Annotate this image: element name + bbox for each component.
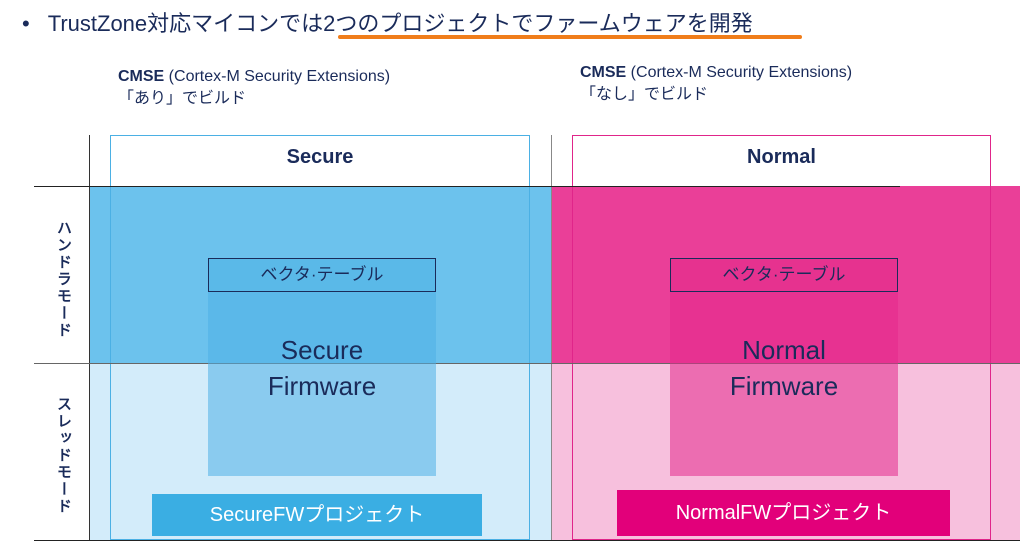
secure-header: Secure: [286, 146, 354, 168]
secure-cmse-bold: CMSE: [118, 68, 165, 85]
grid-line-mode: [34, 363, 1020, 364]
secure-cmse-note: CMSE (Cortex-M Security Extensions) 「あり」…: [118, 66, 390, 110]
secure-firmware-line1: Secure: [280, 335, 364, 365]
normal-fw-project: NormalFWプロジェクト: [617, 490, 950, 536]
title-bullet: •: [22, 11, 30, 36]
grid-line-header: [34, 186, 900, 187]
normal-firmware-block: [670, 292, 898, 476]
grid-line-middle: [551, 135, 552, 540]
title-text: TrustZone対応マイコンでは2つのプロジェクトでファームウェアを開発: [47, 11, 753, 36]
secure-firmware-label: Secure Firmware: [208, 332, 436, 404]
thread-mode-label: スレッドモード: [55, 395, 72, 515]
normal-cmse-bold: CMSE: [580, 64, 627, 81]
normal-vector-table: ベクタ·テーブル: [670, 258, 898, 292]
secure-firmware-line2: Firmware: [267, 371, 377, 401]
normal-cmse-rest: (Cortex-M Security Extensions): [626, 64, 853, 81]
secure-fw-project: SecureFWプロジェクト: [152, 494, 482, 536]
secure-build-note: 「あり」でビルド: [118, 90, 247, 107]
normal-firmware-label: Normal Firmware: [670, 332, 898, 404]
slide-title: • TrustZone対応マイコンでは2つのプロジェクトでファームウェアを開発: [22, 6, 753, 38]
normal-firmware-line1: Normal: [742, 335, 826, 365]
normal-build-note: 「なし」でビルド: [580, 86, 709, 103]
normal-cmse-note: CMSE (Cortex-M Security Extensions) 「なし」…: [580, 62, 852, 106]
secure-vector-table: ベクタ·テーブル: [208, 258, 436, 292]
grid-line-bottom: [34, 540, 1020, 541]
secure-column-outline: [110, 135, 530, 540]
normal-column-outline: [572, 135, 991, 540]
secure-firmware-block: [208, 292, 436, 476]
title-highlight-underline: [338, 35, 802, 39]
normal-firmware-line2: Firmware: [729, 371, 839, 401]
secure-cmse-rest: (Cortex-M Security Extensions): [164, 68, 391, 85]
grid-line-left: [89, 135, 90, 540]
normal-header: Normal: [747, 146, 816, 168]
handler-mode-label: ハンドラモード: [55, 219, 72, 339]
